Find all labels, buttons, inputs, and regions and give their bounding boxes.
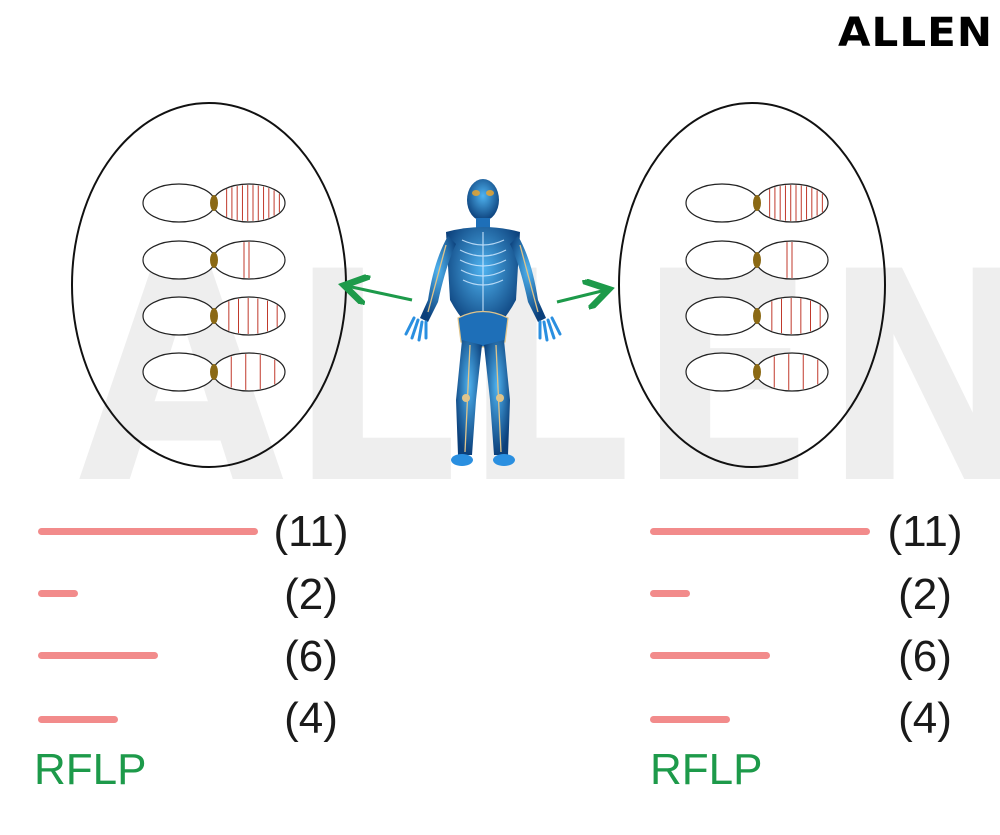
arrow-left-icon: [347, 286, 413, 300]
chromosome-pair: [685, 352, 829, 392]
right-cell: [618, 102, 886, 468]
chromosome-pair: [142, 240, 286, 280]
chromosome-pair: [685, 183, 829, 223]
left-cell: [71, 102, 347, 468]
right-fragment-band: [650, 716, 730, 723]
right-fragment-label: (2): [898, 570, 952, 619]
left-fragment-band: [38, 716, 118, 723]
left-fragment-label: (6): [284, 632, 338, 681]
chromosome-pair: [142, 296, 286, 336]
left-chromosome-pairs: [142, 183, 286, 392]
left-fragment-band: [38, 590, 78, 597]
right-fragment-band: [650, 590, 690, 597]
right-fragment-label: (11): [887, 507, 963, 556]
right-rflp-label: RFLP: [650, 745, 763, 794]
right-fragment-label: (4): [898, 694, 952, 743]
right-fragment-band: [650, 652, 770, 659]
chromosome-pair: [685, 240, 829, 280]
human-skeleton-icon: [404, 179, 562, 466]
arrow-right-icon: [556, 290, 606, 302]
right-fragment-band: [650, 528, 870, 535]
left-rflp-label: RFLP: [34, 745, 147, 794]
left-fragment-label: (4): [284, 694, 338, 743]
right-chromosome-pairs: [685, 183, 829, 392]
left-fragment-label: (11): [273, 507, 349, 556]
left-fragment-band: [38, 528, 258, 535]
chromosome-pair: [142, 352, 286, 392]
chromosome-pair: [685, 296, 829, 336]
right-fragment-label: (6): [898, 632, 952, 681]
allen-logo: ALLEN: [838, 10, 994, 56]
left-fragment-label: (2): [284, 570, 338, 619]
left-fragment-band: [38, 652, 158, 659]
chromosome-pair: [142, 183, 286, 223]
